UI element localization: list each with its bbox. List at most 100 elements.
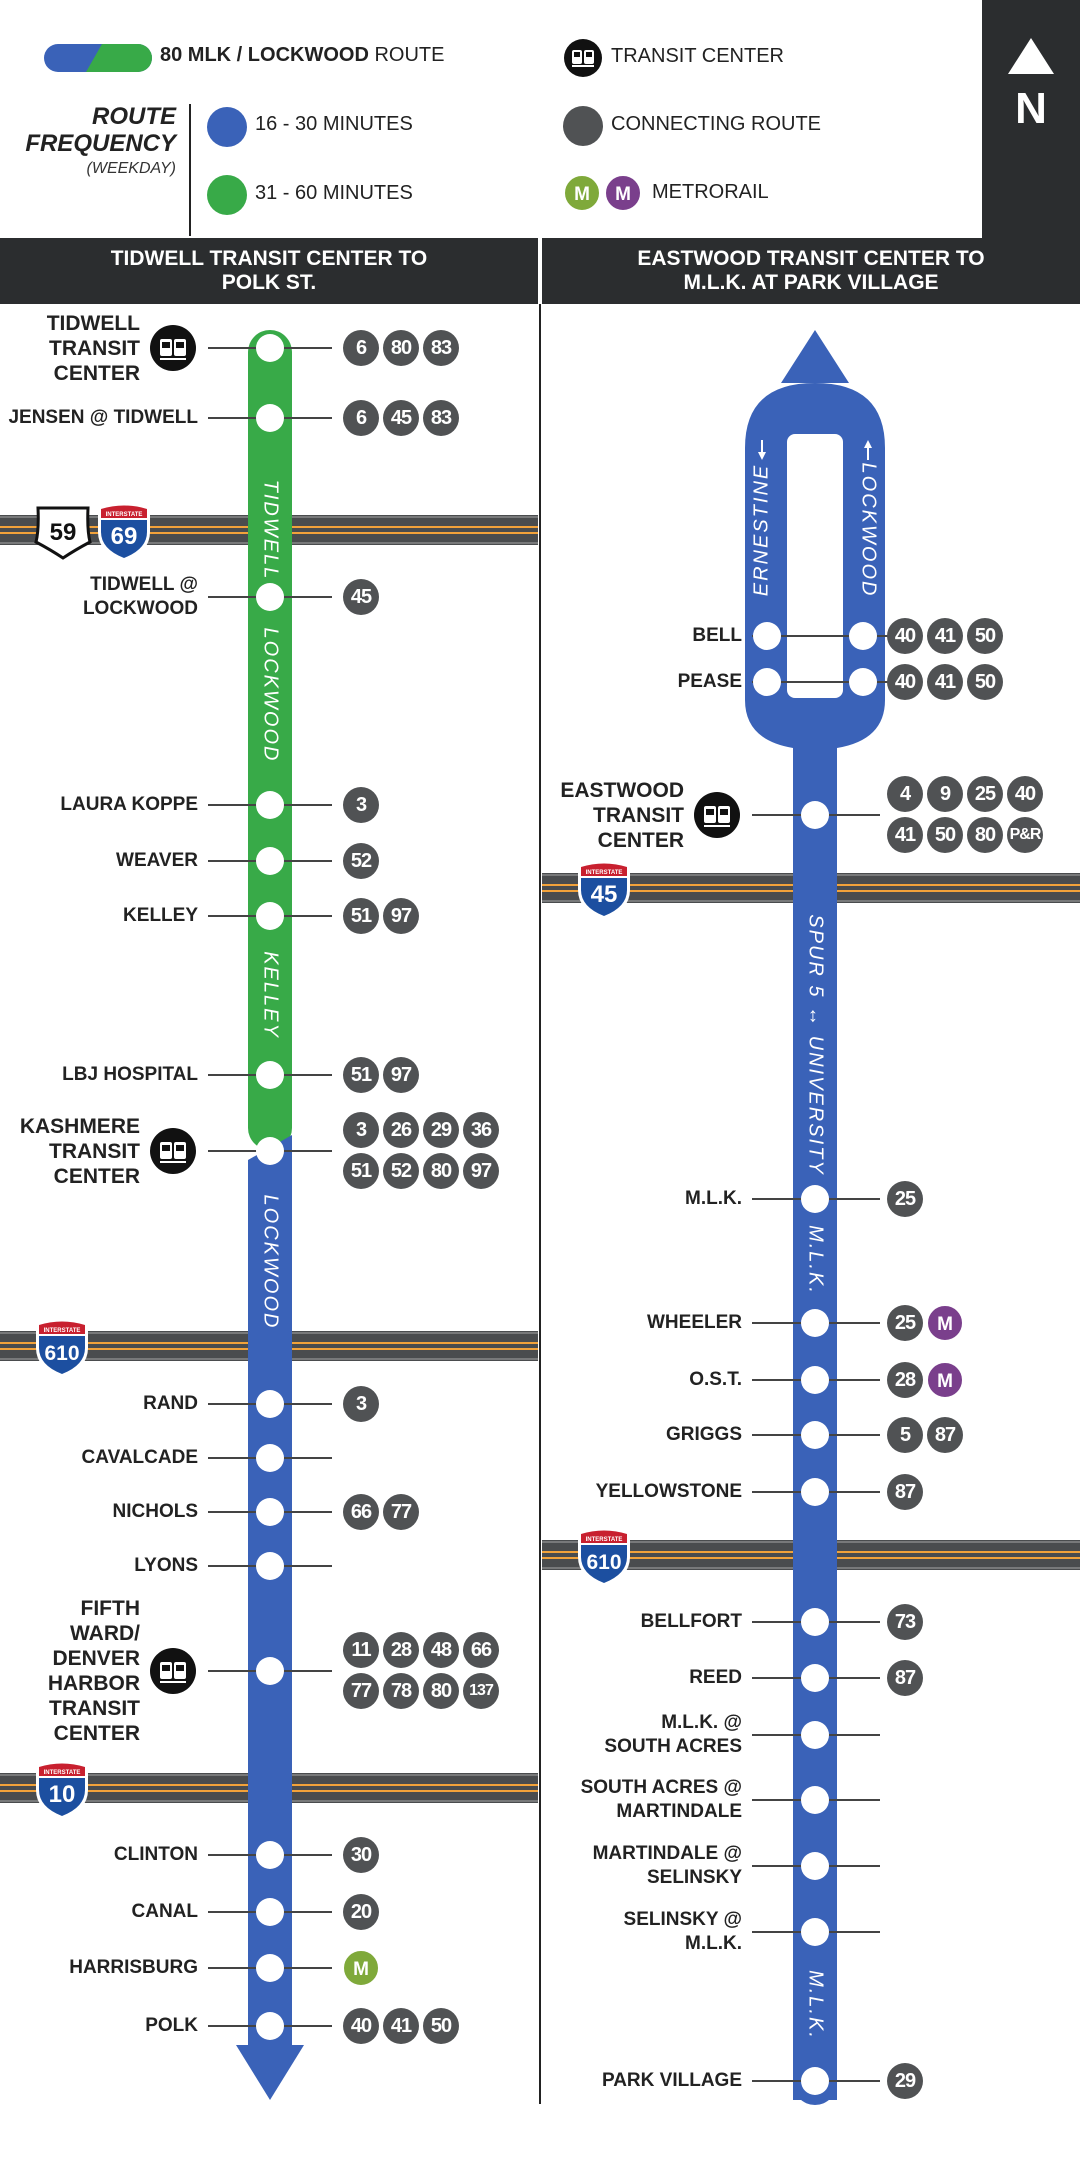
connecting-route-badge[interactable]: 25 — [967, 776, 1003, 812]
metrorail-icon: M — [926, 1361, 964, 1399]
street-label: M.L.K. — [805, 1225, 827, 1295]
connecting-route-badge[interactable]: 45 — [383, 399, 419, 436]
legend: 80 MLK / LOCKWOOD ROUTE ROUTE FREQUENCY … — [0, 0, 1080, 238]
stop-name: CLINTON — [113, 1844, 198, 1865]
connecting-route-badge[interactable]: 97 — [383, 1056, 419, 1093]
connecting-route-badge[interactable]: 66 — [463, 1632, 499, 1668]
connecting-route-badge[interactable]: 26 — [383, 1112, 419, 1148]
panel-divider — [539, 304, 541, 2104]
connecting-route-badge[interactable]: 97 — [463, 1153, 499, 1189]
connecting-route-badge[interactable]: 40 — [1007, 776, 1043, 812]
metrorail-icon: M — [926, 1304, 964, 1342]
legend-divider — [189, 104, 191, 236]
connecting-route-badge[interactable]: 9 — [927, 776, 963, 812]
connecting-route-badge[interactable]: 66 — [343, 1493, 379, 1530]
stop-dot — [753, 668, 781, 696]
connecting-route-badge[interactable]: 3 — [343, 1385, 379, 1422]
connecting-route-badge[interactable]: 5 — [887, 1416, 923, 1453]
connecting-route-badge[interactable]: 77 — [383, 1493, 419, 1530]
connecting-route-badge[interactable]: 80 — [423, 1673, 459, 1709]
connecting-route-badge[interactable]: 97 — [383, 897, 419, 934]
connecting-route-badge[interactable]: 83 — [423, 399, 459, 436]
connecting-route-badge[interactable]: 50 — [967, 663, 1003, 700]
us-59-shield: 59 — [34, 506, 92, 560]
connecting-route-badge[interactable]: 51 — [343, 1153, 379, 1189]
connecting-route-badge[interactable]: 25 — [887, 1180, 923, 1217]
frequency-title-line1: ROUTE — [92, 103, 176, 130]
connecting-route-badge[interactable]: 41 — [383, 2007, 419, 2044]
connecting-route-badge[interactable]: 28 — [383, 1632, 419, 1668]
connecting-route-badge[interactable]: 45 — [343, 578, 379, 615]
connecting-route-badge[interactable]: 29 — [423, 1112, 459, 1148]
connecting-route-badge[interactable]: 51 — [343, 897, 379, 934]
highway-number: 610 — [44, 1342, 79, 1365]
connecting-route-badge[interactable]: 52 — [383, 1153, 419, 1189]
left-header-line1: TIDWELL TRANSIT CENTER TO — [110, 247, 428, 270]
stop-name: RAND — [143, 1393, 198, 1414]
connecting-route-badge[interactable]: P&R — [1007, 817, 1043, 853]
frequency-low-dot — [207, 175, 247, 215]
frequency-high-label: 16 - 30 MINUTES — [255, 113, 413, 135]
frequency-title: ROUTE FREQUENCY — [20, 103, 176, 157]
connecting-route-badge[interactable]: 30 — [343, 1836, 379, 1873]
connecting-route-badge[interactable]: 41 — [927, 617, 963, 654]
connecting-route-badge[interactable]: 3 — [343, 1112, 379, 1148]
route-name: 80 MLK / LOCKWOOD — [160, 44, 369, 66]
connecting-route-badge[interactable]: 51 — [343, 1056, 379, 1093]
street-label: KELLEY — [260, 951, 282, 1039]
connecting-route-badge[interactable]: 137 — [463, 1673, 499, 1709]
connecting-route-badge[interactable]: 25 — [887, 1304, 923, 1341]
connecting-route-badge[interactable]: 4 — [887, 776, 923, 812]
connecting-route-badge[interactable]: 77 — [343, 1673, 379, 1709]
frequency-low-label: 31 - 60 MINUTES — [255, 182, 413, 204]
connecting-route-badge[interactable]: 6 — [343, 329, 379, 366]
stop-dot — [256, 1498, 284, 1526]
connecting-route-badge[interactable]: 50 — [423, 2007, 459, 2044]
stop-dot — [256, 1841, 284, 1869]
connecting-route-badge[interactable]: 87 — [887, 1473, 923, 1510]
highway-number: 59 — [50, 519, 77, 546]
connecting-route-badge[interactable]: 80 — [383, 329, 419, 366]
connecting-route-badge[interactable]: 40 — [887, 617, 923, 654]
connecting-route-badge[interactable]: 20 — [343, 1893, 379, 1930]
connecting-route-badge[interactable]: 78 — [383, 1673, 419, 1709]
interstate-610-shield-left: INTERSTATE 610 — [36, 1318, 88, 1378]
stop-dot — [801, 1478, 829, 1506]
stop-dot — [256, 2012, 284, 2040]
connecting-route-badge[interactable]: 80 — [423, 1153, 459, 1189]
metrorail-letter: M — [937, 1371, 953, 1392]
connecting-route-badge[interactable]: 40 — [887, 663, 923, 700]
highway-number: 45 — [591, 881, 618, 908]
connecting-route-badge[interactable]: 6 — [343, 399, 379, 436]
stop-dot — [801, 1664, 829, 1692]
connecting-route-badge[interactable]: 50 — [927, 817, 963, 853]
route-line-blue — [248, 1135, 292, 2060]
stop-dot — [256, 1657, 284, 1685]
left-header-line2: POLK ST. — [221, 271, 317, 294]
connecting-route-badge[interactable]: 41 — [887, 817, 923, 853]
connecting-route-badge[interactable]: 87 — [887, 1659, 923, 1696]
connecting-route-badge[interactable]: 40 — [343, 2007, 379, 2044]
connecting-route-badge[interactable]: 73 — [887, 1603, 923, 1640]
connecting-route-badge[interactable]: 3 — [343, 786, 379, 823]
connecting-route-badge[interactable]: 11 — [343, 1632, 379, 1668]
connecting-route-badge[interactable]: 83 — [423, 329, 459, 366]
connecting-route-badge[interactable]: 36 — [463, 1112, 499, 1148]
connecting-route-badge[interactable]: 41 — [927, 663, 963, 700]
connecting-route-badge[interactable]: 28 — [887, 1361, 923, 1398]
connecting-route-badge[interactable]: 29 — [887, 2062, 923, 2099]
stop-name: KELLEY — [123, 905, 198, 926]
stop-dot — [849, 622, 877, 650]
route-line-right — [745, 383, 885, 2100]
connecting-route-badge[interactable]: 48 — [423, 1632, 459, 1668]
stop-name: WEAVER — [116, 850, 198, 871]
interstate-word: INTERSTATE — [44, 1328, 81, 1334]
connecting-route-badge[interactable]: 80 — [967, 817, 1003, 853]
connecting-route-badge[interactable]: 50 — [967, 617, 1003, 654]
connecting-route-badge[interactable]: 52 — [343, 842, 379, 879]
stop-dot — [801, 1786, 829, 1814]
connecting-route-badge[interactable]: 87 — [927, 1416, 963, 1453]
